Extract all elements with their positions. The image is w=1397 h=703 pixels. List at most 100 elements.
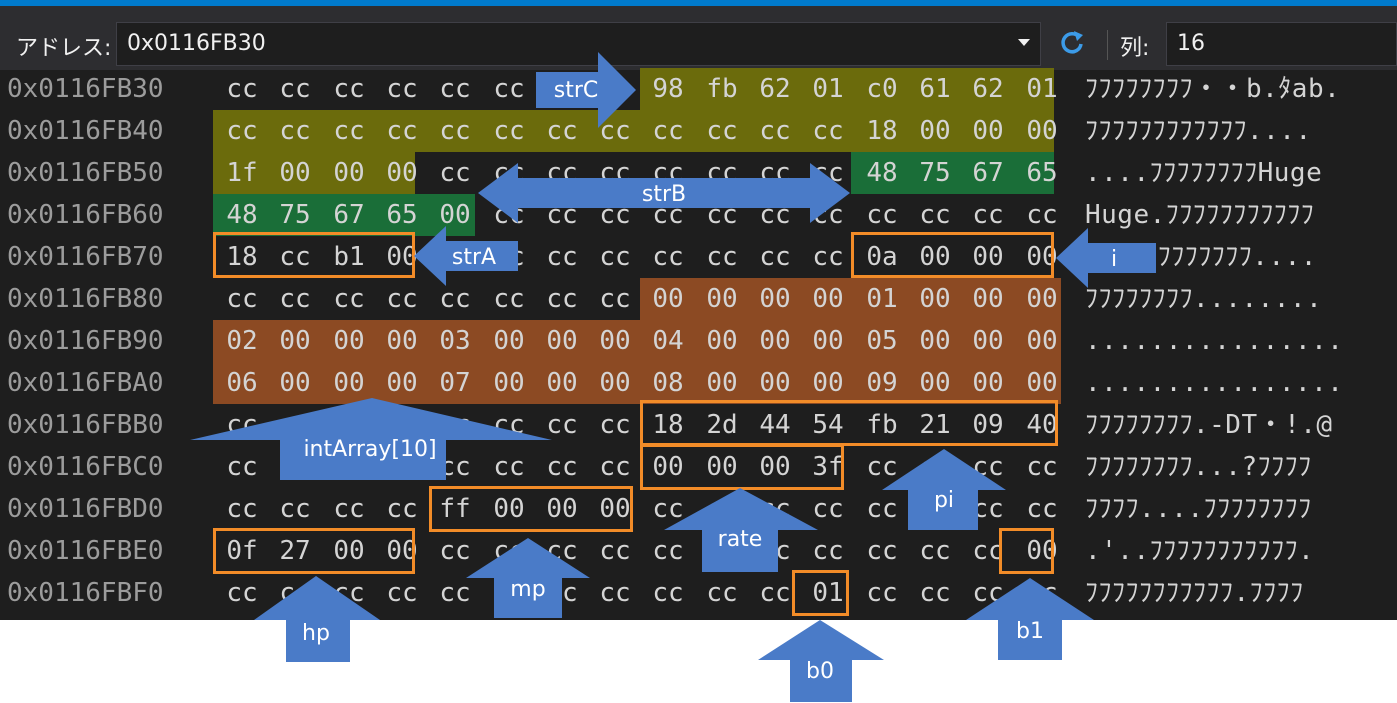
ascii-text[interactable]: ﾌﾌﾌﾌﾌﾌﾌﾌ.-DT・!.@ bbox=[1085, 410, 1333, 440]
hex-byte[interactable]: cc bbox=[812, 158, 844, 188]
hex-byte[interactable]: cc bbox=[972, 452, 1004, 482]
hex-byte[interactable]: cc bbox=[439, 452, 471, 482]
hex-byte[interactable]: 00 bbox=[546, 368, 578, 398]
hex-byte[interactable]: cc bbox=[493, 452, 525, 482]
hex-byte[interactable]: cc bbox=[652, 494, 684, 524]
hex-byte[interactable]: cc bbox=[919, 452, 951, 482]
hex-byte[interactable]: 00 bbox=[279, 368, 311, 398]
hex-byte[interactable]: 67 bbox=[972, 158, 1004, 188]
chevron-down-icon[interactable] bbox=[1018, 39, 1030, 46]
hex-byte[interactable]: 18 bbox=[866, 116, 898, 146]
hex-byte[interactable]: 61 bbox=[919, 74, 951, 104]
hex-byte[interactable]: cc bbox=[759, 116, 791, 146]
hex-byte[interactable]: cc bbox=[546, 578, 578, 608]
hex-byte[interactable]: cc bbox=[546, 452, 578, 482]
hex-byte[interactable]: 00 bbox=[546, 494, 578, 524]
hex-byte[interactable]: cc bbox=[386, 452, 418, 482]
hex-byte[interactable]: cc bbox=[439, 116, 471, 146]
hex-byte[interactable]: cc bbox=[652, 242, 684, 272]
hex-byte[interactable]: cc bbox=[759, 536, 791, 566]
ascii-text[interactable]: ﾌﾌﾌﾌﾌﾌﾌﾌﾌﾌﾌ.ﾌﾌﾌﾌ bbox=[1085, 578, 1304, 608]
hex-byte[interactable]: cc bbox=[866, 200, 898, 230]
hex-byte[interactable]: cc bbox=[759, 494, 791, 524]
hex-byte[interactable]: 3f bbox=[812, 452, 844, 482]
hex-byte[interactable]: 62 bbox=[759, 74, 791, 104]
ascii-text[interactable]: ................ bbox=[1085, 368, 1344, 398]
hex-byte[interactable]: 06 bbox=[226, 368, 258, 398]
hex-byte[interactable]: 54 bbox=[812, 410, 844, 440]
hex-byte[interactable]: 00 bbox=[1026, 326, 1058, 356]
hex-byte[interactable]: 00 bbox=[919, 326, 951, 356]
hex-byte[interactable]: cc bbox=[386, 74, 418, 104]
hex-byte[interactable]: 00 bbox=[279, 158, 311, 188]
hex-byte[interactable]: cc bbox=[546, 158, 578, 188]
hex-byte[interactable]: 67 bbox=[333, 200, 365, 230]
hex-byte[interactable]: cc bbox=[972, 494, 1004, 524]
hex-byte[interactable]: cc bbox=[652, 578, 684, 608]
hex-byte[interactable]: cc bbox=[919, 494, 951, 524]
hex-byte[interactable]: cc bbox=[439, 578, 471, 608]
hex-byte[interactable]: 21 bbox=[919, 410, 951, 440]
hex-byte[interactable]: cc bbox=[493, 284, 525, 314]
ascii-text[interactable]: ﾌﾌﾌﾌﾌﾌﾌﾌ・・b.ﾀab. bbox=[1085, 74, 1341, 104]
hex-byte[interactable]: 18 bbox=[226, 242, 258, 272]
hex-byte[interactable]: 09 bbox=[866, 368, 898, 398]
hex-byte[interactable]: 00 bbox=[333, 536, 365, 566]
hex-byte[interactable]: 75 bbox=[919, 158, 951, 188]
hex-byte[interactable]: 00 bbox=[706, 326, 738, 356]
address-value[interactable]: 0x0116FB30 bbox=[127, 31, 266, 56]
hex-byte[interactable]: cc bbox=[652, 200, 684, 230]
hex-byte[interactable]: cc bbox=[386, 284, 418, 314]
hex-byte[interactable]: cc bbox=[1026, 452, 1058, 482]
hex-byte[interactable]: 00 bbox=[812, 284, 844, 314]
hex-byte[interactable]: cc bbox=[652, 116, 684, 146]
hex-byte[interactable]: cc bbox=[866, 536, 898, 566]
hex-byte[interactable]: 27 bbox=[279, 536, 311, 566]
address-input[interactable]: 0x0116FB30 bbox=[116, 22, 1041, 66]
hex-byte[interactable]: 00 bbox=[706, 452, 738, 482]
hex-byte[interactable]: cc bbox=[493, 200, 525, 230]
hex-byte[interactable]: 02 bbox=[226, 326, 258, 356]
hex-byte[interactable]: 62 bbox=[972, 74, 1004, 104]
ascii-text[interactable]: ....ﾌﾌﾌﾌﾌﾌﾌﾌHuge bbox=[1085, 158, 1323, 188]
hex-byte[interactable]: cc bbox=[386, 494, 418, 524]
hex-byte[interactable]: cc bbox=[546, 284, 578, 314]
hex-byte[interactable]: cc bbox=[226, 116, 258, 146]
hex-byte[interactable]: cc bbox=[279, 242, 311, 272]
hex-byte[interactable]: 0a bbox=[866, 242, 898, 272]
hex-byte[interactable]: cc bbox=[333, 74, 365, 104]
hex-byte[interactable]: cc bbox=[226, 410, 258, 440]
hex-byte[interactable]: 00 bbox=[919, 116, 951, 146]
hex-byte[interactable]: 07 bbox=[439, 368, 471, 398]
hex-byte[interactable]: c0 bbox=[866, 74, 898, 104]
hex-byte[interactable]: cc bbox=[759, 242, 791, 272]
hex-byte[interactable]: cc bbox=[706, 242, 738, 272]
hex-byte[interactable]: 40 bbox=[1026, 410, 1058, 440]
hex-byte[interactable]: 00 bbox=[546, 326, 578, 356]
hex-byte[interactable]: cc bbox=[972, 578, 1004, 608]
hex-byte[interactable]: cc bbox=[866, 494, 898, 524]
hex-byte[interactable]: cc bbox=[652, 536, 684, 566]
hex-byte[interactable]: cc bbox=[812, 116, 844, 146]
hex-byte[interactable]: 00 bbox=[812, 368, 844, 398]
hex-byte[interactable]: cc bbox=[812, 536, 844, 566]
hex-byte[interactable]: cc bbox=[493, 410, 525, 440]
hex-byte[interactable]: 75 bbox=[279, 200, 311, 230]
hex-byte[interactable]: 0f bbox=[226, 536, 258, 566]
hex-byte[interactable]: cc bbox=[493, 536, 525, 566]
hex-byte[interactable]: cc bbox=[226, 452, 258, 482]
hex-byte[interactable]: cc bbox=[759, 158, 791, 188]
hex-byte[interactable]: 00 bbox=[706, 284, 738, 314]
hex-byte[interactable]: 00 bbox=[386, 368, 418, 398]
hex-byte[interactable]: 00 bbox=[439, 200, 471, 230]
hex-byte[interactable]: cc bbox=[599, 200, 631, 230]
